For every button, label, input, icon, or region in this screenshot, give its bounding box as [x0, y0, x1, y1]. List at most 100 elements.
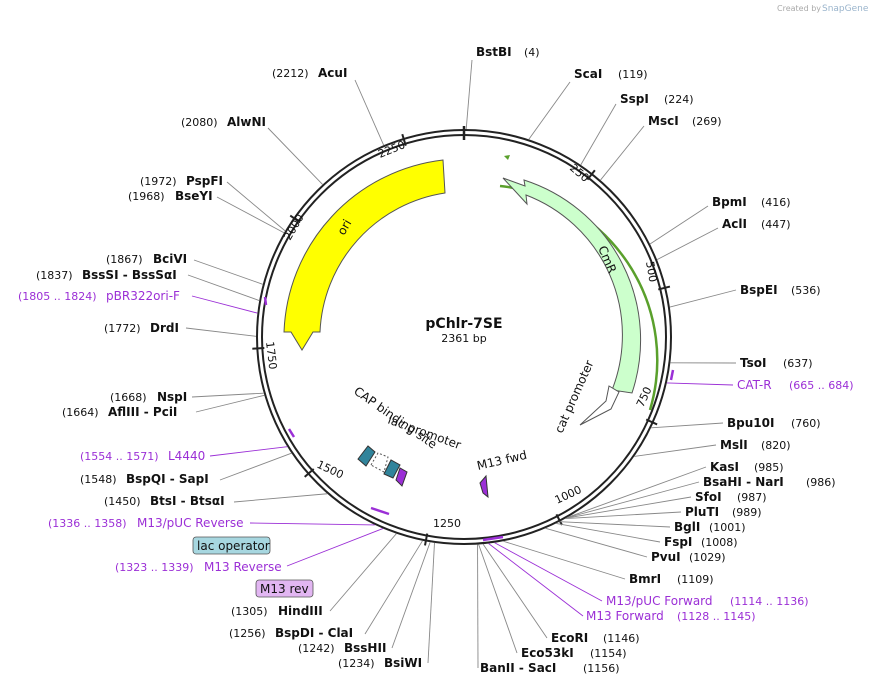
site-acli-pos: (447)	[761, 218, 791, 231]
leader-line-site-11	[566, 481, 700, 519]
leader-line-site-13	[565, 511, 682, 520]
primer-pbr322ori-f-range: (1805 .. 1824)	[18, 290, 97, 303]
lac-operator-box-label: lac operator	[197, 539, 270, 553]
primer-cat-r-label: CAT-R	[737, 378, 772, 392]
site-msci-pos: (269)	[692, 115, 722, 128]
site-bsssi-name: BssSI - BssSαI	[82, 268, 177, 282]
leader-line-site-30	[219, 452, 292, 481]
site-bsahi-nari-name: BsaHI - NarI	[703, 475, 784, 489]
primer-m13-reverse-label: M13 Reverse	[204, 560, 282, 574]
site-pluti-name: PluTI	[685, 505, 719, 519]
site-fspi-name: FspI	[664, 535, 692, 549]
leader-line-site-32	[329, 533, 397, 612]
site-bmri-pos: (1109)	[677, 573, 714, 586]
site-alwni-pos: (2080)	[181, 116, 218, 129]
site-bsahi-nari-pos: (986)	[806, 476, 836, 489]
site-btsi-name: BtsI - BtsαI	[150, 494, 225, 508]
site-hindiii-name: HindIII	[278, 604, 323, 618]
m13-rev-box	[255, 579, 314, 598]
site-sfoi-name: SfoI	[695, 490, 722, 504]
site-btsi-pos: (1450)	[104, 495, 141, 508]
leader-line-site-17	[503, 540, 626, 580]
site-bpu10i-name: Bpu10I	[727, 416, 774, 430]
leader-line-site-0	[465, 59, 473, 130]
site-sspi-name: SspI	[620, 92, 649, 106]
lac-operator-feature[interactable]	[383, 459, 401, 479]
site-ecori-name: EcoRI	[551, 631, 588, 645]
m13-fwd-feature[interactable]	[479, 474, 489, 499]
site-pvui-name: PvuI	[651, 550, 681, 564]
site-bseyi-name: BseYI	[175, 189, 213, 203]
cat-promoter-arrow[interactable]	[579, 385, 620, 426]
leader-line-site-8	[651, 422, 724, 429]
credit-brand: SnapGene	[822, 4, 869, 14]
site-bcivi-name: BciVI	[153, 252, 187, 266]
site-pluti-pos: (989)	[732, 506, 762, 519]
cmr-outline-arrowhead	[504, 155, 510, 160]
site-bmri-name: BmrI	[629, 572, 661, 586]
tick-marks	[252, 126, 671, 546]
tick-label-1750: 1750	[263, 341, 279, 370]
credit-prefix: Created by	[777, 4, 821, 13]
leader-line-site-1	[528, 81, 571, 140]
lac-promoter-feature[interactable]	[370, 452, 389, 473]
leader-line-primer-6	[488, 543, 584, 617]
tick-mark-750	[645, 418, 658, 426]
tick-mark-1500	[304, 468, 315, 478]
leader-line-site-33	[364, 540, 423, 635]
site-eco53ki-name: Eco53kI	[521, 646, 574, 660]
site-tsoi-name: TsoI	[740, 356, 766, 370]
leader-line-primer-1	[666, 382, 734, 386]
ori-label: ori	[334, 217, 354, 238]
site-bsiwi-pos: (1234)	[338, 657, 375, 670]
leader-line-site-28	[191, 392, 264, 398]
leader-line-site-24	[216, 196, 285, 234]
site-bstbi-pos: (4)	[524, 46, 540, 59]
plasmid-name: pChlr-7SE	[425, 316, 502, 332]
tick-mark-2250	[401, 133, 407, 146]
cap-binding-site-feature[interactable]	[357, 445, 376, 467]
lac-operator-box	[192, 536, 271, 555]
tick-label-2000: 2000	[281, 212, 306, 243]
site-eco53ki-pos: (1154)	[590, 647, 627, 660]
ori-feature-arrow[interactable]	[283, 159, 446, 351]
leader-line-primer-2	[209, 446, 288, 457]
leader-line-primer-3	[249, 522, 375, 526]
primer-bar-l4440	[287, 428, 296, 438]
site-afliii-pos: (1664)	[62, 406, 99, 419]
leader-line-site-4	[649, 205, 709, 245]
site-msli-name: MslI	[720, 438, 748, 452]
primer-m13-puc-forward-range: (1114 .. 1136)	[730, 595, 809, 608]
site-pvui-pos: (1029)	[689, 551, 726, 564]
leader-line-site-29	[195, 394, 265, 413]
tick-mark-1000	[555, 513, 563, 526]
leader-line-site-19	[478, 544, 518, 654]
leader-line-site-14	[559, 521, 671, 528]
leader-line-site-9	[634, 444, 717, 457]
site-ecori-pos: (1146)	[603, 632, 640, 645]
m13-rev-box-label: M13 rev	[260, 582, 309, 596]
primer-l4440-range: (1554 .. 1571)	[80, 450, 159, 463]
leader-line-primer-5	[494, 542, 603, 602]
leader-line-site-12	[566, 496, 692, 519]
primer-cat-r-range: (665 .. 684)	[789, 379, 854, 392]
site-bspei-pos: (536)	[791, 284, 821, 297]
leader-line-site-16	[545, 527, 648, 558]
site-bspqi-name: BspQI - SapI	[126, 472, 209, 486]
cmr-feature-arrow[interactable]	[502, 177, 642, 394]
leader-line-site-5	[656, 227, 719, 261]
site-fspi-pos: (1008)	[701, 536, 738, 549]
tick-label-1250: 1250	[433, 517, 461, 530]
primer-m13-puc-forward-label: M13/pUC Forward	[606, 594, 713, 608]
site-bspdi-name: BspDI - ClaI	[275, 626, 353, 640]
site-hindiii-pos: (1305)	[231, 605, 268, 618]
leader-line-site-25	[193, 259, 263, 285]
site-bspdi-pos: (1256)	[229, 627, 266, 640]
m13-rev-feature[interactable]	[395, 467, 408, 487]
site-nspi-pos: (1668)	[110, 391, 147, 404]
site-afliii-name: AflIII - PciI	[108, 405, 177, 419]
m13-fwd-label: M13 fwd	[476, 448, 529, 473]
site-acli-name: AclI	[722, 217, 747, 231]
site-bsshii-name: BssHII	[344, 641, 386, 655]
